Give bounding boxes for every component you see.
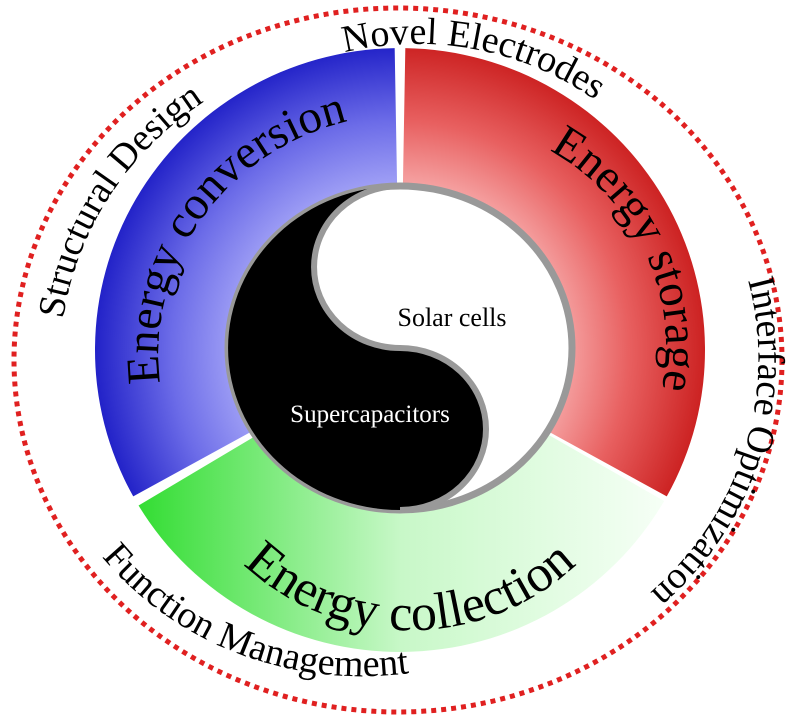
yin-yang-mark: - bbox=[443, 365, 448, 382]
yin-yang-s-curve bbox=[311, 183, 489, 513]
yin-yang-label-solar-cells: Solar cells bbox=[397, 303, 506, 332]
segment-energy-collection bbox=[138, 431, 665, 652]
outer-dotted-ring bbox=[11, 5, 785, 715]
yin-yang-core bbox=[224, 182, 576, 514]
yin-yang-label-supercapacitors: Supercapacitors bbox=[290, 401, 450, 428]
yin-yang-dark-half bbox=[228, 186, 486, 510]
